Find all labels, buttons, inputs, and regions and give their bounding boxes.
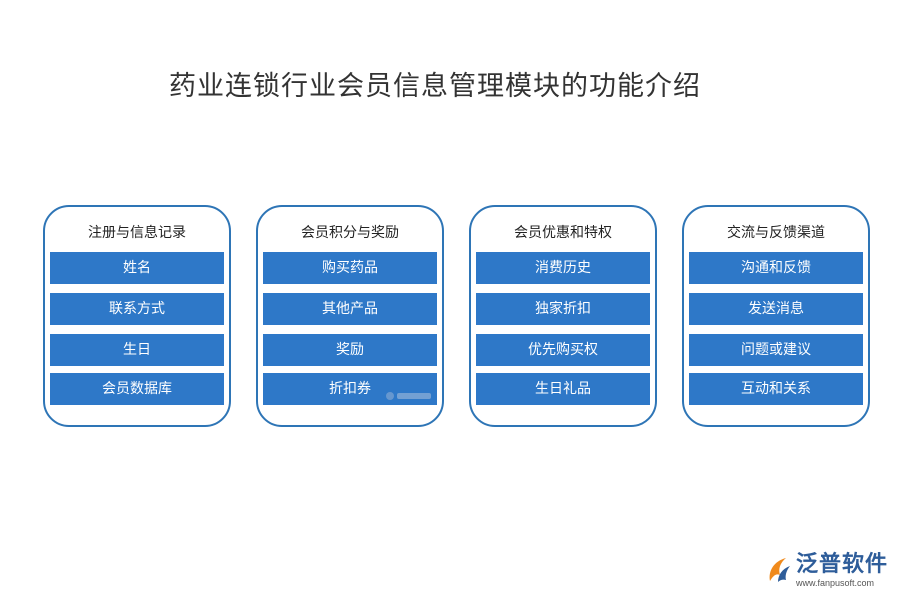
fanpu-logo-icon <box>769 558 790 582</box>
card-item: 奖励 <box>263 334 437 366</box>
card-privileges: 会员优惠和特权 消费历史 独家折扣 优先购买权 生日礼品 <box>469 205 657 427</box>
card-title: 会员积分与奖励 <box>301 225 399 241</box>
card-item: 发送消息 <box>689 293 863 325</box>
card-item: 会员数据库 <box>50 373 224 405</box>
card-item: 生日礼品 <box>476 373 650 405</box>
card-title: 交流与反馈渠道 <box>727 225 825 241</box>
card-item: 购买药品 <box>263 252 437 284</box>
card-item: 姓名 <box>50 252 224 284</box>
card-item: 其他产品 <box>263 293 437 325</box>
logo-url: www.fanpusoft.com <box>795 578 875 588</box>
page-title: 药业连锁行业会员信息管理模块的功能介绍 <box>169 71 701 102</box>
card-registration: 注册与信息记录 姓名 联系方式 生日 会员数据库 <box>43 205 231 427</box>
card-item: 互动和关系 <box>689 373 863 405</box>
watermark-icon <box>386 392 431 400</box>
card-title: 会员优惠和特权 <box>514 225 612 241</box>
brand-logo: 泛普软件 www.fanpusoft.com <box>766 552 888 588</box>
card-item: 问题或建议 <box>689 334 863 366</box>
card-points-rewards: 会员积分与奖励 购买药品 其他产品 奖励 折扣券 <box>256 205 444 427</box>
card-title: 注册与信息记录 <box>88 225 186 241</box>
card-item: 独家折扣 <box>476 293 650 325</box>
card-item: 折扣券 <box>263 373 437 405</box>
card-item: 联系方式 <box>50 293 224 325</box>
card-item: 消费历史 <box>476 252 650 284</box>
card-item: 优先购买权 <box>476 334 650 366</box>
logo-name: 泛普软件 <box>795 552 888 577</box>
card-feedback-channels: 交流与反馈渠道 沟通和反馈 发送消息 问题或建议 互动和关系 <box>682 205 870 427</box>
card-item: 沟通和反馈 <box>689 252 863 284</box>
card-item: 生日 <box>50 334 224 366</box>
